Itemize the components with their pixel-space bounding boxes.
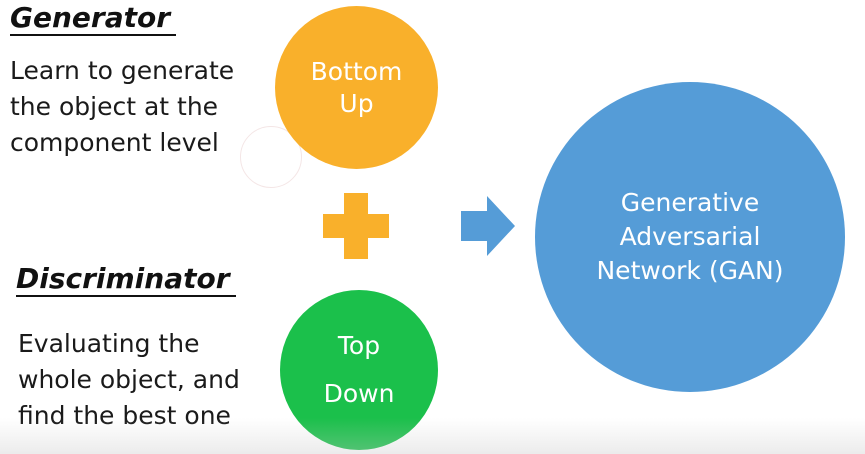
top-down-label-line: Down bbox=[323, 379, 395, 408]
gan-label-line: Adversarial bbox=[619, 222, 761, 251]
bottom-up-circle: Bottom Up bbox=[275, 6, 438, 169]
top-down-circle: Top Down bbox=[280, 290, 438, 450]
gan-label-line: Generative bbox=[620, 188, 760, 217]
generator-description-line: component level bbox=[10, 128, 219, 157]
bottom-up-label-line: Up bbox=[339, 88, 374, 118]
generator-description: Learn to generate the object at the comp… bbox=[10, 53, 234, 161]
arrow-right-icon bbox=[461, 196, 515, 256]
bottom-shadow bbox=[0, 418, 865, 454]
discriminator-description: Evaluating the whole object, and find th… bbox=[18, 326, 240, 434]
discriminator-description-line: whole object, and bbox=[18, 365, 240, 394]
bottom-up-label-line: Bottom bbox=[310, 56, 403, 86]
plus-icon bbox=[323, 193, 389, 259]
discriminator-description-line: Evaluating the bbox=[18, 329, 200, 358]
top-down-label-line: Top bbox=[337, 331, 381, 360]
gan-label-line: Network (GAN) bbox=[596, 256, 784, 285]
gan-circle: Generative Adversarial Network (GAN) bbox=[535, 82, 845, 392]
generator-description-line: the object at the bbox=[10, 92, 219, 121]
faint-circle-outline bbox=[240, 126, 302, 188]
generator-heading: Generator bbox=[10, 3, 176, 37]
discriminator-description-line: find the best one bbox=[18, 401, 231, 430]
generator-description-line: Learn to generate bbox=[10, 56, 235, 85]
discriminator-heading: Discriminator bbox=[16, 264, 236, 298]
